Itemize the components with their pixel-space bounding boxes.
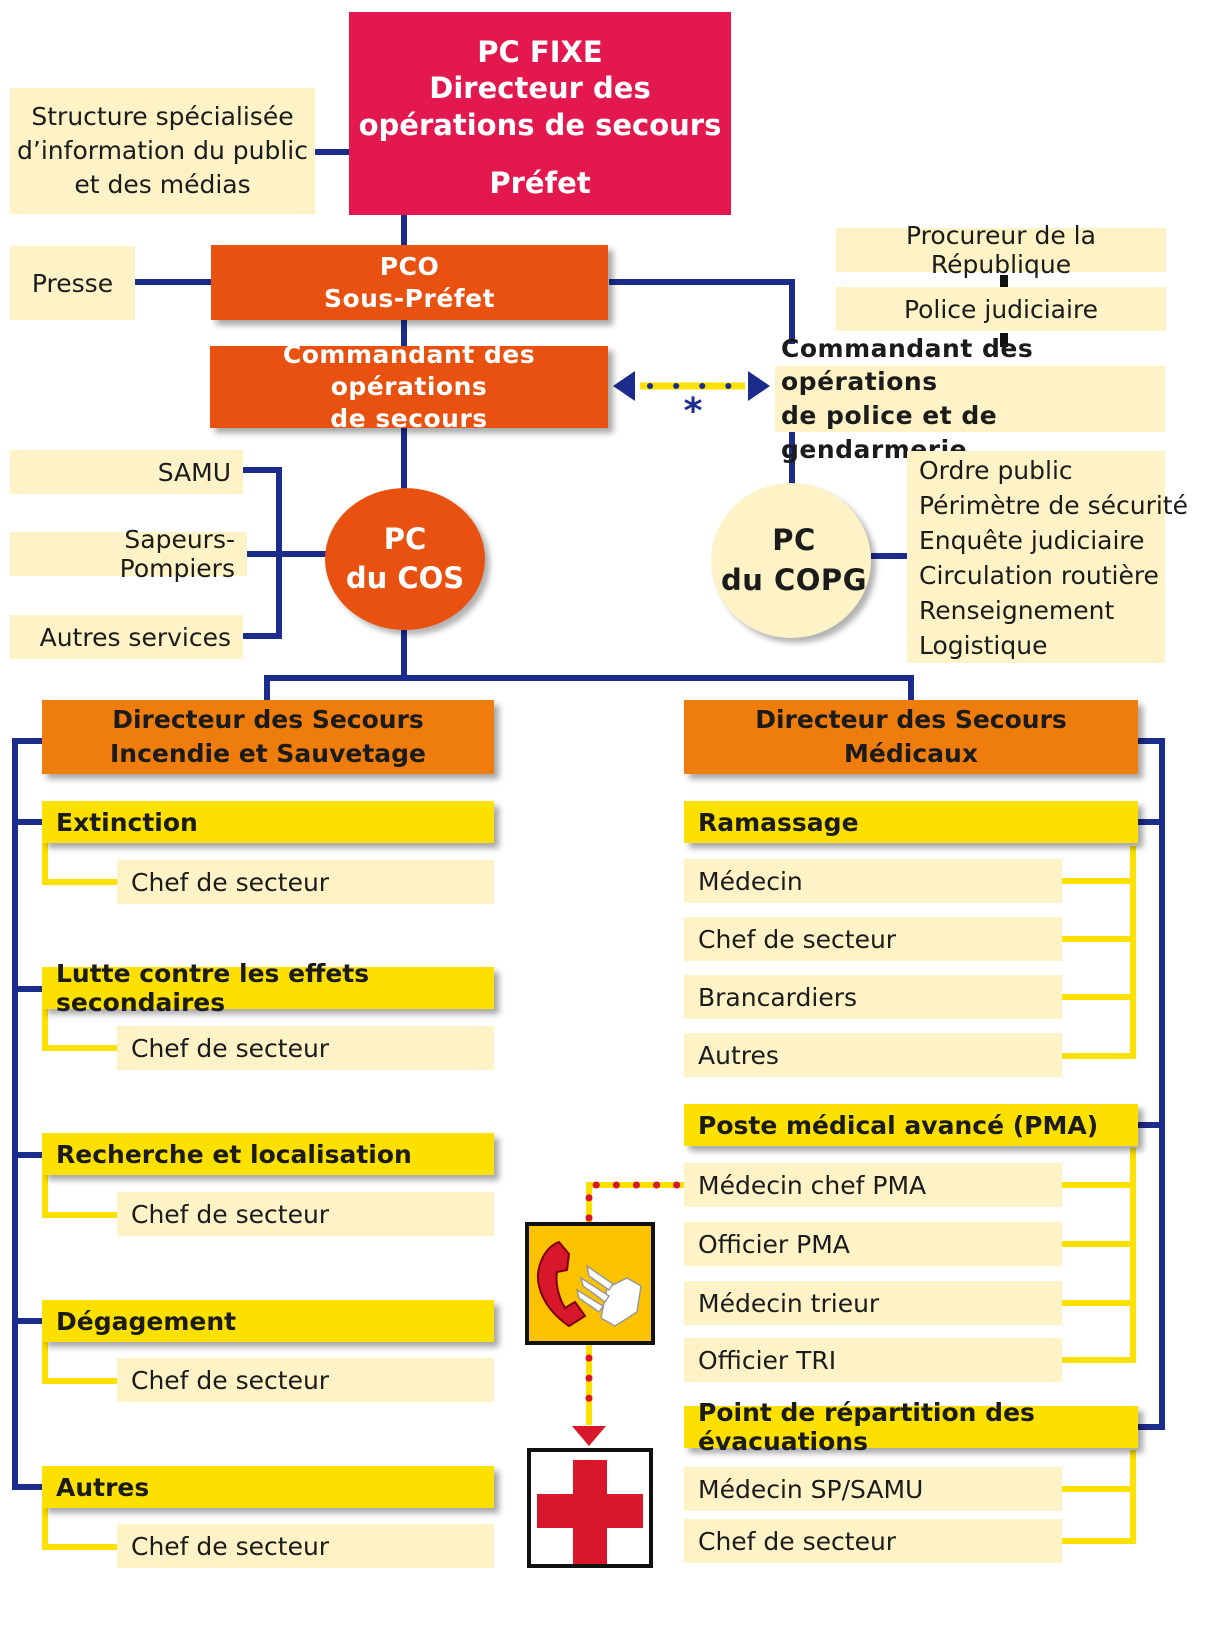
- service-box-autres: Autres services: [10, 615, 243, 659]
- evac-item: Chef de secteur: [684, 1519, 1062, 1563]
- pma-item: Officier TRI: [684, 1338, 1062, 1382]
- pco-box: PCO Sous-Préfet: [211, 245, 608, 320]
- pma-item: Officier PMA: [684, 1222, 1062, 1266]
- pco-subtitle: Sous-Préfet: [323, 283, 496, 313]
- chef-secteur-box: Chef de secteur: [117, 1524, 494, 1568]
- evac-item-label: Chef de secteur: [698, 1526, 897, 1556]
- chef-secteur-box: Chef de secteur: [117, 860, 494, 904]
- section-title: Dégagement: [56, 1306, 237, 1336]
- service-label-pompiers: Sapeurs-Pompiers: [119, 525, 235, 583]
- pc-copg-line1: PC: [772, 523, 816, 558]
- pc-cos-line1: PC: [383, 521, 427, 556]
- chef-secteur-box: Chef de secteur: [117, 1026, 494, 1070]
- pc-cos-line2: du COS: [345, 561, 465, 595]
- copg-task: Logistique: [919, 631, 1048, 660]
- service-label-autres: Autres services: [39, 622, 231, 652]
- police-judiciaire-label: Police judiciaire: [903, 294, 1099, 324]
- copg-task: Circulation routière: [919, 561, 1159, 590]
- pco-title: PCO: [379, 251, 440, 281]
- police-judiciaire-box: Police judiciaire: [836, 287, 1166, 331]
- pma-item-label: Officier TRI: [698, 1345, 837, 1375]
- chef-secteur-label: Chef de secteur: [131, 1365, 330, 1395]
- ramassage-item: Autres: [684, 1033, 1062, 1077]
- chef-secteur-label: Chef de secteur: [131, 1531, 330, 1561]
- section-recherche: Recherche et localisation: [42, 1133, 494, 1175]
- copg-line1: Commandant des opérations: [781, 333, 1034, 397]
- section-title: Recherche et localisation: [56, 1139, 412, 1169]
- service-box-pompiers: Sapeurs-Pompiers: [10, 525, 247, 583]
- copg-task: Enquête judiciaire: [919, 526, 1145, 555]
- ramassage-item-label: Médecin: [698, 866, 803, 896]
- pc-copg-circle: PC du COPG: [711, 483, 871, 638]
- cos-line2: de secours: [330, 404, 488, 433]
- pc-fixe-title: PC FIXE: [477, 35, 603, 69]
- info-structure-line1: Structure spécialisée: [31, 102, 294, 131]
- procureur-label: Procureur de la République: [906, 221, 1096, 279]
- section-autres: Autres: [42, 1466, 494, 1508]
- info-structure-line2: d’information du public: [17, 136, 308, 165]
- chef-secteur-label: Chef de secteur: [131, 1033, 330, 1063]
- section-ramassage: Ramassage: [684, 801, 1138, 843]
- copg-box: Commandant des opérations de police et d…: [775, 334, 1165, 464]
- pma-item-label: Médecin chef PMA: [698, 1170, 927, 1200]
- pma-item: Médecin chef PMA: [684, 1163, 1062, 1207]
- info-structure-line3: et des médias: [74, 170, 251, 199]
- section-title: Poste médical avancé (PMA): [698, 1110, 1099, 1140]
- ramassage-item: Chef de secteur: [684, 917, 1062, 961]
- pc-fixe-line2: Directeur des: [429, 71, 651, 106]
- director-incendie-box: Directeur des Secours Incendie et Sauvet…: [42, 700, 494, 774]
- evac-item: Médecin SP/SAMU: [684, 1467, 1062, 1511]
- asterisk-note: *: [683, 391, 703, 432]
- ramassage-item: Médecin: [684, 859, 1062, 903]
- copg-tasks-list: Ordre public Périmètre de sécurité Enquê…: [907, 451, 1188, 663]
- presse-box: Presse: [10, 246, 135, 320]
- pma-item-label: Médecin trieur: [698, 1288, 880, 1318]
- section-effets-secondaires: Lutte contre les effets secondaires: [42, 959, 494, 1017]
- director-incendie-line1: Directeur des Secours: [112, 705, 424, 735]
- service-label-samu: SAMU: [157, 457, 231, 487]
- director-medical-box: Directeur des Secours Médicaux: [684, 700, 1138, 774]
- section-degagement: Dégagement: [42, 1300, 494, 1342]
- section-extinction: Extinction: [42, 801, 494, 843]
- pc-fixe-line3: opérations de secours: [358, 107, 722, 142]
- cos-box: Commandant des opérations de secours: [210, 340, 608, 433]
- chef-secteur-label: Chef de secteur: [131, 1199, 330, 1229]
- pc-copg-line2: du COPG: [721, 562, 867, 597]
- chef-secteur-box: Chef de secteur: [117, 1192, 494, 1236]
- section-evacuations: Point de répartition des évacuations: [684, 1398, 1138, 1456]
- pc-fixe-prefet: Préfet: [489, 165, 591, 200]
- section-pma: Poste médical avancé (PMA): [684, 1104, 1138, 1146]
- cos-line1: Commandant des opérations: [282, 340, 536, 401]
- ramassage-item-label: Autres: [698, 1040, 779, 1070]
- procureur-box: Procureur de la République: [836, 221, 1166, 279]
- section-title: Ramassage: [698, 807, 859, 837]
- ramassage-item-label: Chef de secteur: [698, 924, 897, 954]
- red-cross-icon: [527, 1448, 653, 1568]
- section-title: Lutte contre les effets secondaires: [56, 959, 370, 1017]
- presse-label: Presse: [31, 268, 114, 298]
- pma-item: Médecin trieur: [684, 1281, 1062, 1325]
- chef-secteur-box: Chef de secteur: [117, 1358, 494, 1402]
- section-title: Extinction: [56, 807, 198, 837]
- info-structure-box: Structure spécialisée d’information du p…: [10, 88, 315, 214]
- pc-fixe-box: PC FIXE Directeur des opérations de seco…: [349, 12, 731, 215]
- director-medical-line1: Directeur des Secours: [755, 705, 1067, 735]
- phone-icon: [525, 1222, 655, 1345]
- pma-item-label: Officier PMA: [698, 1229, 850, 1259]
- director-medical-line2: Médicaux: [844, 739, 978, 768]
- section-title: Autres: [56, 1472, 150, 1502]
- ramassage-item: Brancardiers: [684, 975, 1062, 1019]
- copg-task: Renseignement: [919, 596, 1115, 625]
- pc-cos-circle: PC du COS: [325, 488, 485, 630]
- section-title: Point de répartition des évacuations: [698, 1398, 1035, 1456]
- copg-task: Ordre public: [919, 456, 1073, 485]
- director-incendie-line2: Incendie et Sauvetage: [109, 739, 426, 768]
- service-box-samu: SAMU: [10, 450, 243, 494]
- ramassage-item-label: Brancardiers: [698, 982, 857, 1012]
- copg-task: Périmètre de sécurité: [919, 491, 1188, 520]
- chef-secteur-label: Chef de secteur: [131, 867, 330, 897]
- evac-item-label: Médecin SP/SAMU: [698, 1474, 924, 1504]
